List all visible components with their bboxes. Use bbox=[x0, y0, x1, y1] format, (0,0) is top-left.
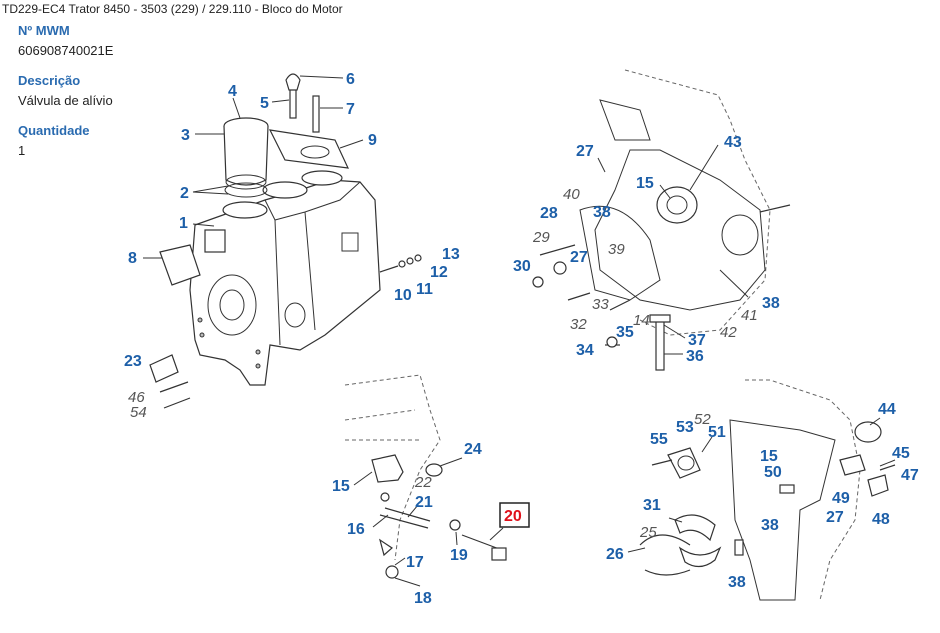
callout-19: 19 bbox=[450, 547, 468, 564]
callout-12: 12 bbox=[430, 264, 448, 281]
callout-8: 8 bbox=[128, 250, 137, 267]
callout-15-mid: 15 bbox=[332, 478, 350, 495]
callout-29: 29 bbox=[532, 229, 550, 246]
callout-25: 25 bbox=[639, 524, 657, 541]
callout-13: 13 bbox=[442, 246, 460, 263]
callout-49: 49 bbox=[832, 490, 850, 507]
callout-38-a: 38 bbox=[593, 204, 611, 221]
timing-housing-drawing bbox=[532, 69, 791, 371]
callout-43: 43 bbox=[724, 134, 742, 151]
callout-38-d: 38 bbox=[728, 574, 746, 591]
quantity-value: 1 bbox=[18, 143, 26, 158]
callout-52: 52 bbox=[694, 411, 711, 428]
callout-11: 11 bbox=[416, 281, 433, 298]
callout-55: 55 bbox=[650, 431, 668, 448]
callout-46: 46 bbox=[128, 389, 145, 406]
page-title: TD229-EC4 Trator 8450 - 3503 (229) / 229… bbox=[2, 2, 343, 16]
callout-23: 23 bbox=[124, 353, 142, 370]
callout-30: 30 bbox=[513, 258, 531, 275]
callout-27-top: 27 bbox=[576, 143, 594, 160]
callout-42: 42 bbox=[720, 324, 737, 341]
callout-50: 50 bbox=[764, 464, 782, 481]
callout-33: 33 bbox=[592, 296, 609, 313]
callout-37: 37 bbox=[688, 332, 706, 349]
callout-45: 45 bbox=[892, 445, 910, 462]
callout-24: 24 bbox=[464, 441, 482, 458]
engine-block-drawing bbox=[143, 73, 422, 409]
callout-17: 17 bbox=[406, 554, 424, 571]
part-number-value: 606908740021E bbox=[18, 43, 114, 58]
callout-21: 21 bbox=[415, 494, 433, 511]
callout-34: 34 bbox=[576, 342, 594, 359]
callout-26: 26 bbox=[606, 546, 624, 563]
quantity-label: Quantidade bbox=[18, 123, 90, 138]
callout-15-bottom: 15 bbox=[760, 448, 778, 465]
callout-10: 10 bbox=[394, 287, 412, 304]
callout-4: 4 bbox=[228, 83, 237, 100]
callout-40: 40 bbox=[563, 186, 580, 203]
callout-35: 35 bbox=[616, 324, 634, 341]
callout-28: 28 bbox=[540, 205, 558, 222]
callout-9: 9 bbox=[368, 132, 377, 149]
callout-32: 32 bbox=[570, 316, 587, 333]
description-value: Válvula de alívio bbox=[18, 93, 113, 108]
callout-3: 3 bbox=[181, 127, 190, 144]
callout-41: 41 bbox=[741, 307, 758, 324]
callout-22: 22 bbox=[414, 474, 432, 491]
callout-31: 31 bbox=[643, 497, 661, 514]
description-label: Descrição bbox=[18, 73, 81, 88]
callout-38-b: 38 bbox=[762, 295, 780, 312]
callout-2: 2 bbox=[180, 185, 189, 202]
callout-27-mid: 27 bbox=[570, 249, 588, 266]
relief-valve-drawing bbox=[344, 374, 507, 587]
callout-54: 54 bbox=[130, 404, 147, 421]
callout-16: 16 bbox=[347, 521, 365, 538]
callout-51: 51 bbox=[708, 424, 726, 441]
callout-47: 47 bbox=[901, 467, 919, 484]
callout-18: 18 bbox=[414, 590, 432, 607]
callout-labels: 1 2 3 4 5 6 7 8 9 10 11 12 13 23 46 54 2… bbox=[124, 71, 919, 607]
rear-housing-drawing bbox=[627, 379, 896, 601]
callout-27-bottom: 27 bbox=[826, 509, 844, 526]
callout-39: 39 bbox=[608, 241, 625, 258]
callout-1: 1 bbox=[179, 215, 188, 232]
callout-14: 14 bbox=[633, 312, 650, 329]
callout-44: 44 bbox=[878, 401, 896, 418]
callout-6: 6 bbox=[346, 71, 355, 88]
part-number-label: Nº MWM bbox=[18, 23, 70, 38]
callout-53: 53 bbox=[676, 419, 694, 436]
callout-20: 20 bbox=[504, 508, 522, 525]
callout-15-top: 15 bbox=[636, 175, 654, 192]
callout-48: 48 bbox=[872, 511, 890, 528]
callout-38-c: 38 bbox=[761, 517, 779, 534]
callout-5: 5 bbox=[260, 95, 269, 112]
callout-36: 36 bbox=[686, 348, 704, 365]
selected-part-callout[interactable]: 20 bbox=[499, 502, 530, 528]
callout-7: 7 bbox=[346, 101, 355, 118]
